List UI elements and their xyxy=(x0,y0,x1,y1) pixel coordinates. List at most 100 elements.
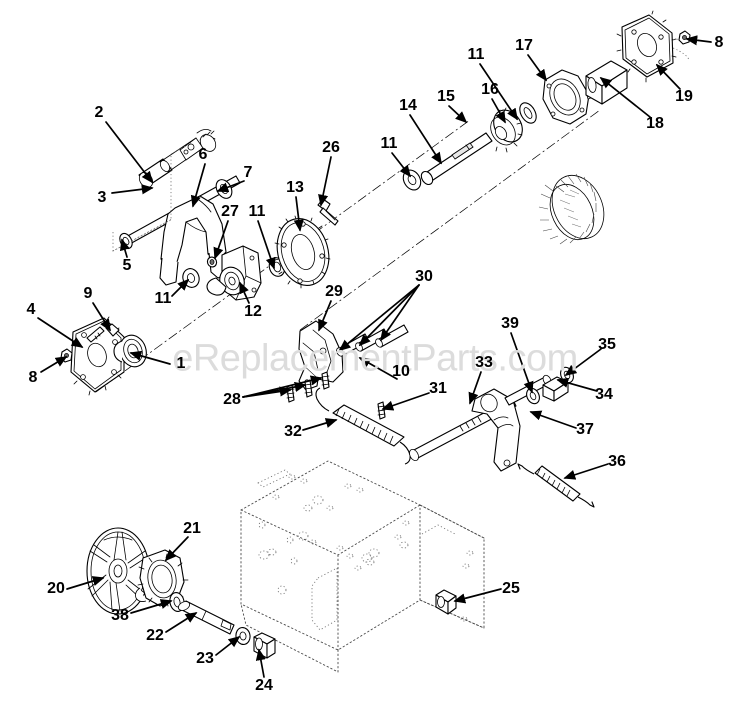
leader-line xyxy=(453,588,502,604)
callout-15[interactable]: 15 xyxy=(437,88,455,105)
callout-11[interactable]: 11 xyxy=(248,203,266,220)
callout-28[interactable]: 28 xyxy=(223,391,241,408)
callout-13[interactable]: 13 xyxy=(286,179,304,196)
callout-25[interactable]: 25 xyxy=(502,580,520,597)
callout-10[interactable]: 10 xyxy=(392,363,410,380)
leader-line xyxy=(239,281,250,304)
callout-5[interactable]: 5 xyxy=(122,257,132,274)
callout-8[interactable]: 8 xyxy=(714,34,724,51)
callout-12[interactable]: 12 xyxy=(244,303,262,320)
callout-33[interactable]: 33 xyxy=(475,354,493,371)
callout-24[interactable]: 24 xyxy=(255,677,273,694)
callout-35[interactable]: 35 xyxy=(598,336,616,353)
leader-line xyxy=(40,356,68,373)
part-11-washer-shaft-end xyxy=(402,169,422,191)
callout-39[interactable]: 39 xyxy=(501,315,519,332)
part-30-pins xyxy=(336,324,409,357)
leader-line xyxy=(257,220,276,270)
part-31-pin xyxy=(377,401,386,420)
part-4-flange xyxy=(70,316,129,396)
leader-line xyxy=(164,536,189,562)
callout-19[interactable]: 19 xyxy=(675,88,693,105)
callout-30[interactable]: 30 xyxy=(415,268,433,285)
leader-line xyxy=(491,98,506,124)
callout-3[interactable]: 3 xyxy=(97,189,107,206)
callout-38[interactable]: 38 xyxy=(111,607,129,624)
leader-line xyxy=(529,410,577,429)
callout-11[interactable]: 11 xyxy=(467,46,485,63)
callout-8[interactable]: 8 xyxy=(28,369,38,386)
callout-27[interactable]: 27 xyxy=(221,203,239,220)
part-13-flange-plate xyxy=(274,215,331,289)
callout-16[interactable]: 16 xyxy=(481,81,499,98)
leader-line xyxy=(468,371,482,405)
part-25-bushing xyxy=(435,589,457,615)
leader-line xyxy=(563,463,609,480)
callout-29[interactable]: 29 xyxy=(325,283,343,300)
sprocket-gear xyxy=(538,173,605,245)
callout-1[interactable]: 1 xyxy=(176,355,186,372)
leader-line xyxy=(527,54,547,82)
leader-line xyxy=(564,348,602,377)
callout-20[interactable]: 20 xyxy=(47,580,65,597)
part-23-washer xyxy=(235,626,251,646)
part-group-pulley xyxy=(86,527,276,659)
part-29-shift-lever xyxy=(298,320,344,391)
leader-line xyxy=(165,612,198,633)
leader-lines xyxy=(37,35,712,678)
leader-line xyxy=(358,357,398,380)
leader-line xyxy=(318,156,332,207)
part-22-shaft xyxy=(177,600,235,635)
leader-line xyxy=(358,284,420,347)
leader-line xyxy=(448,105,468,124)
callout-21[interactable]: 21 xyxy=(183,520,201,537)
callout-6[interactable]: 6 xyxy=(198,146,208,163)
callout-17[interactable]: 17 xyxy=(515,37,533,54)
part-group-center-hub xyxy=(182,245,286,301)
part-18-spacer-tube xyxy=(585,60,628,105)
callout-31[interactable]: 31 xyxy=(429,380,447,397)
callout-37[interactable]: 37 xyxy=(576,421,594,438)
leader-line xyxy=(338,284,420,352)
callout-36[interactable]: 36 xyxy=(608,453,626,470)
leader-line xyxy=(105,121,154,184)
callout-22[interactable]: 22 xyxy=(146,627,164,644)
callout-11[interactable]: 11 xyxy=(154,290,172,307)
callout-4[interactable]: 4 xyxy=(26,301,36,318)
leader-line xyxy=(66,576,105,590)
leader-line xyxy=(655,63,681,90)
callout-11[interactable]: 11 xyxy=(380,135,398,152)
callout-9[interactable]: 9 xyxy=(83,285,93,302)
part-8-nut-left xyxy=(60,348,73,363)
callout-7[interactable]: 7 xyxy=(243,164,253,181)
leader-line xyxy=(255,648,266,678)
callout-34[interactable]: 34 xyxy=(595,386,613,403)
leader-line xyxy=(190,163,206,208)
callout-32[interactable]: 32 xyxy=(284,423,302,440)
part-group-left-flange xyxy=(60,316,147,396)
leader-line xyxy=(129,350,171,365)
leader-line xyxy=(599,76,651,118)
part-2-detent-assembly xyxy=(183,129,217,155)
leader-line xyxy=(130,599,173,614)
part-8-nut-right xyxy=(678,30,691,45)
callout-14[interactable]: 14 xyxy=(399,97,417,114)
leader-line xyxy=(213,220,229,260)
leader-line xyxy=(37,317,84,348)
callout-26[interactable]: 26 xyxy=(322,139,340,156)
leader-line xyxy=(318,300,332,332)
leader-line xyxy=(242,375,323,398)
callout-18[interactable]: 18 xyxy=(646,115,664,132)
callout-2[interactable]: 2 xyxy=(94,104,104,121)
leader-line xyxy=(293,196,304,232)
callout-23[interactable]: 23 xyxy=(196,650,214,667)
leader-line xyxy=(409,114,442,165)
part-group-right-shaft xyxy=(402,10,691,245)
part-32-spring xyxy=(315,387,411,465)
leader-line xyxy=(380,284,420,342)
part-36-extension-spring xyxy=(517,463,595,508)
leader-line xyxy=(479,63,518,121)
leader-line xyxy=(215,635,241,656)
